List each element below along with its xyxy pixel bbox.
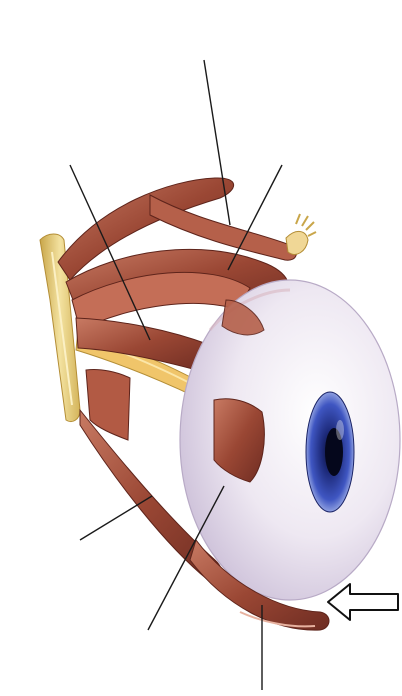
iris [306,392,354,512]
eyeball [180,280,400,600]
cornea-highlight [336,420,344,440]
